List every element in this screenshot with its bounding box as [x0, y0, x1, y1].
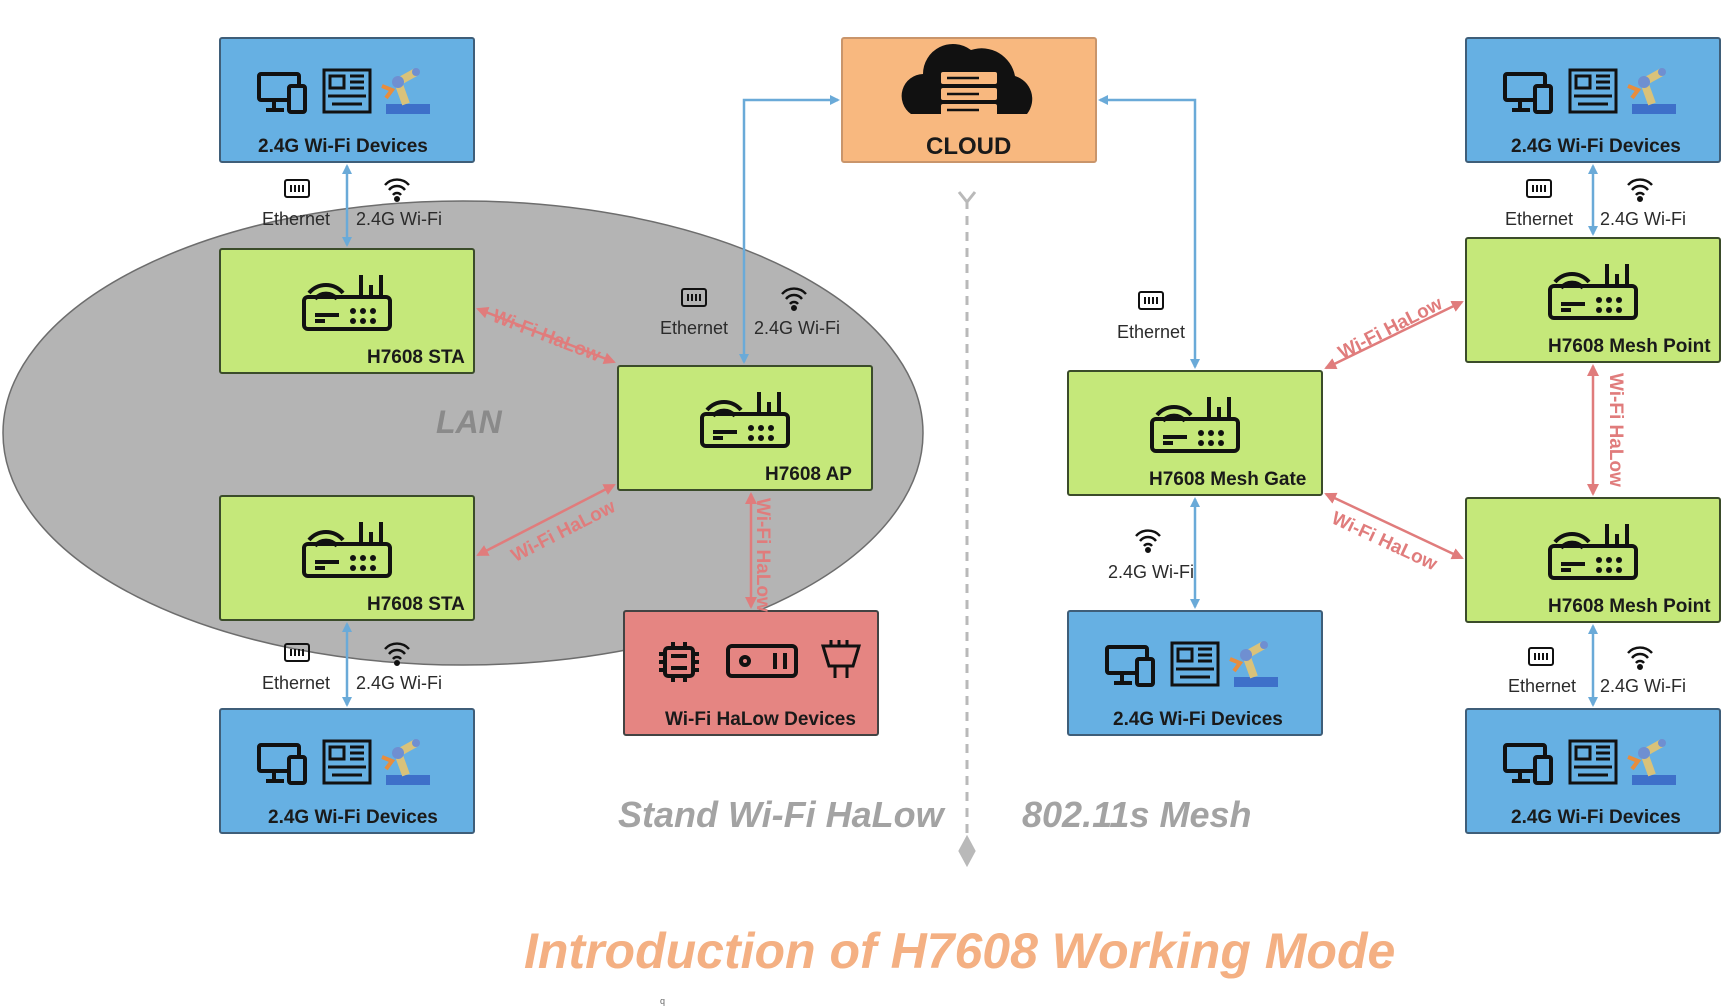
mode-divider: [957, 191, 977, 868]
left-ethernet-bottom-label: Ethernet: [262, 673, 331, 693]
lan-label: LAN: [436, 404, 502, 440]
gate-wifi-label: 2.4G Wi-Fi: [1108, 562, 1195, 582]
mesh-gate-box[interactable]: H7608 Mesh Gate: [1067, 370, 1323, 496]
mesh-point-top-box[interactable]: H7608 Mesh Point: [1465, 237, 1721, 363]
cloud-server-icon: [901, 44, 1033, 116]
mesh-point-bottom-box[interactable]: H7608 Mesh Point: [1465, 497, 1721, 623]
halow-devices-icon-group: [659, 640, 862, 682]
machine-icon: [322, 739, 372, 785]
machine-icon: [322, 68, 372, 114]
ethernet-icon: [1528, 647, 1554, 666]
link-cloud-ap: [739, 95, 840, 364]
left-sta-bottom-box[interactable]: H7608 STA: [219, 495, 475, 621]
wifi-icon: [384, 642, 410, 666]
wifi-devices-icon-group: [1503, 68, 1676, 114]
right-devices-bottom-label: 2.4G Wi-Fi Devices: [1511, 807, 1681, 828]
computer-icon: [1105, 645, 1155, 687]
computer-icon: [1503, 72, 1553, 114]
mesh-mode-label: 802.11s Mesh: [1022, 794, 1252, 835]
right-devices-top-label: 2.4G Wi-Fi Devices: [1511, 136, 1681, 157]
robot-arm-icon: [381, 68, 430, 114]
page-title: Introduction of H7608 Working Mode: [524, 923, 1396, 979]
halow-link-label: Wi-Fi HaLow: [752, 498, 773, 612]
wifi-devices-icon-group: [257, 68, 430, 114]
ethernet-icon: [1526, 179, 1552, 198]
ethernet-icon: [681, 288, 707, 307]
wifi-icon: [1627, 178, 1653, 202]
robot-arm-icon: [1627, 68, 1676, 114]
left-wifi-top-label: 2.4G Wi-Fi: [356, 209, 443, 229]
router-icon: [1150, 397, 1240, 453]
wifi-devices-icon-group: [257, 739, 430, 785]
right-ethernet-bottom-label: Ethernet: [1508, 676, 1577, 696]
ethernet-icon: [1138, 291, 1164, 310]
ap-wifi-label: 2.4G Wi-Fi: [754, 318, 841, 338]
router-icon: [1548, 524, 1638, 580]
left-wifi-bottom-label: 2.4G Wi-Fi: [356, 673, 443, 693]
halow-gate-mesh-top: [1324, 300, 1464, 370]
machine-icon: [1568, 739, 1618, 785]
mesh-point-top-label: H7608 Mesh Point: [1548, 336, 1711, 357]
halow-gate-mesh-bottom: [1324, 492, 1464, 560]
halow-sta-top-ap: [476, 307, 616, 364]
mesh-gate-label: H7608 Mesh Gate: [1149, 469, 1307, 490]
left-ap-box[interactable]: H7608 AP: [617, 365, 873, 491]
right-devices-gate-label: 2.4G Wi-Fi Devices: [1113, 709, 1283, 730]
chip-icon: [659, 642, 699, 682]
ethernet-icon: [284, 179, 310, 198]
ap-ethernet-label: Ethernet: [660, 318, 729, 338]
sensor-icon: [726, 644, 798, 678]
computer-icon: [257, 72, 307, 114]
link-cloud-gate: [1098, 95, 1200, 369]
halow-link-label: Wi-Fi HaLow: [1605, 373, 1626, 487]
robot-arm-icon: [1229, 641, 1278, 687]
right-devices-gate-box[interactable]: 2.4G Wi-Fi Devices: [1067, 610, 1323, 736]
left-devices-top-label: 2.4G Wi-Fi Devices: [258, 136, 428, 157]
router-icon: [302, 275, 392, 331]
wifi-icon: [781, 287, 807, 311]
router-icon: [1548, 264, 1638, 320]
machine-icon: [1170, 641, 1220, 687]
robot-arm-icon: [1627, 739, 1676, 785]
robot-arm-icon: [381, 739, 430, 785]
right-wifi-bottom-label: 2.4G Wi-Fi: [1600, 676, 1687, 696]
router-icon: [302, 522, 392, 578]
gate-ethernet-label: Ethernet: [1117, 322, 1186, 342]
mesh-point-bottom-label: H7608 Mesh Point: [1548, 596, 1711, 617]
machine-icon: [1568, 68, 1618, 114]
router-icon: [700, 392, 790, 448]
cloud-label: CLOUD: [926, 133, 1012, 160]
halow-devices-label: Wi-Fi HaLow Devices: [665, 709, 856, 730]
ethernet-icon: [284, 643, 310, 662]
left-sta-top-label: H7608 STA: [367, 347, 465, 368]
left-ethernet-top-label: Ethernet: [262, 209, 331, 229]
left-ap-label: H7608 AP: [765, 464, 852, 485]
halow-sta-bottom-ap: [476, 483, 616, 557]
standard-halow-mode-label: Stand Wi-Fi HaLow: [618, 794, 944, 835]
wifi-icon: [384, 178, 410, 202]
left-sta-top-box[interactable]: H7608 STA: [219, 248, 475, 374]
wifi-devices-icon-group: [1105, 641, 1278, 687]
right-ethernet-top-label: Ethernet: [1505, 209, 1574, 229]
plug-icon: [820, 640, 862, 678]
computer-icon: [1503, 743, 1553, 785]
left-sta-bottom-label: H7608 STA: [367, 594, 465, 615]
wifi-icon: [1627, 646, 1653, 670]
left-devices-bottom-label: 2.4G Wi-Fi Devices: [268, 807, 438, 828]
wifi-devices-icon-group: [1503, 739, 1676, 785]
computer-icon: [257, 743, 307, 785]
wifi-icon: [1135, 529, 1161, 553]
right-wifi-top-label: 2.4G Wi-Fi: [1600, 209, 1687, 229]
footnote-mark: q: [660, 996, 666, 1006]
